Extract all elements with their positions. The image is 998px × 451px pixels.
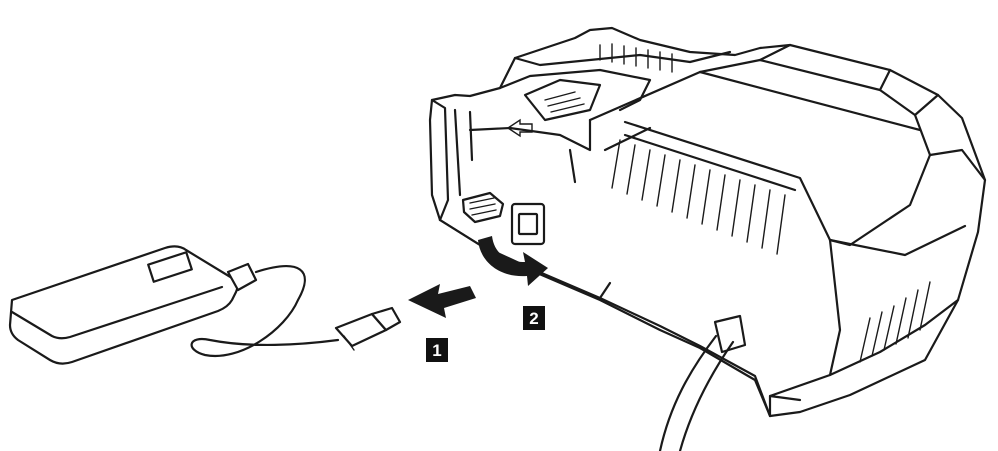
slide-arrow-icon [506,118,533,138]
vent-slots [859,281,931,363]
svg-text:1: 1 [432,341,441,360]
power-bank-icon [8,245,258,365]
usb-cable-icon [190,265,402,358]
step-marker-2: 2 [523,306,545,330]
battery-charger-icon [428,26,987,418]
step-marker-1: 1 [426,338,448,362]
usb-port-icon [510,202,546,246]
front-ribs [611,139,786,255]
usb-port-cover-icon [461,191,505,224]
rotate-arrow-icon [478,236,548,286]
pull-arrow-icon [408,284,476,318]
rail-lines [544,43,673,113]
svg-text:2: 2 [529,309,538,328]
power-cord-icon [658,314,747,451]
